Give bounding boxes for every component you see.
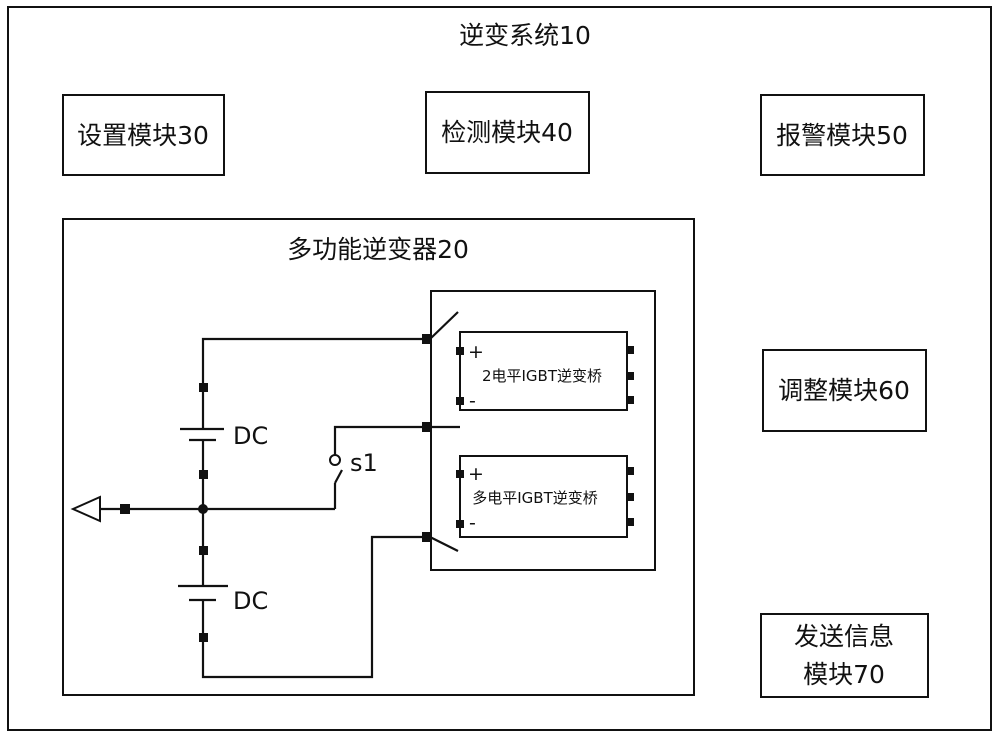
terminal-dot	[422, 422, 432, 432]
send-info-module-label-line2: 模块70	[803, 660, 885, 689]
terminal-dot	[199, 470, 208, 479]
multi-level-igbt-bridge: + - 多电平IGBT逆变桥	[456, 455, 634, 538]
multi-level-minus-sign: -	[469, 512, 476, 534]
alarm-module: 报警模块50	[760, 94, 925, 176]
midpoint-junction	[198, 504, 208, 514]
dc-circuit: DC s1 DC	[70, 311, 460, 679]
switch-s1-label: s1	[350, 449, 378, 477]
multi-level-bridge-label: 多电平IGBT逆变桥	[472, 489, 598, 507]
top-switch-blade	[429, 311, 459, 340]
alarm-module-label: 报警模块50	[776, 121, 908, 150]
ground-triangle-icon	[70, 495, 101, 523]
inverter-title: 多功能逆变器20	[287, 235, 469, 264]
system-title: 逆变系统10	[459, 21, 591, 50]
send-info-module-label-line1: 发送信息	[794, 622, 894, 651]
system-frame	[7, 6, 992, 731]
upper-dc-label: DC	[233, 422, 268, 450]
two-level-minus-sign: -	[469, 390, 476, 412]
two-level-igbt-bridge: + - 2电平IGBT逆变桥	[456, 331, 634, 412]
send-info-module: 发送信息 模块70	[760, 613, 929, 698]
two-level-plus-sign: +	[468, 341, 484, 363]
detection-module-label: 检测模块40	[441, 118, 573, 147]
terminal-dot	[422, 334, 432, 344]
lower-dc-label: DC	[233, 587, 268, 615]
terminal-dot	[199, 383, 208, 392]
adjust-module: 调整模块60	[762, 349, 927, 432]
bottom-switch-blade	[429, 536, 459, 552]
adjust-module-label: 调整模块60	[778, 376, 910, 405]
terminal-dot	[120, 504, 130, 514]
s1-contact	[329, 454, 341, 466]
s1-switch-blade	[334, 469, 343, 484]
terminal-dot	[199, 546, 208, 555]
two-level-bridge-label: 2电平IGBT逆变桥	[482, 367, 602, 385]
setting-module: 设置模块30	[62, 94, 225, 176]
setting-module-label: 设置模块30	[77, 121, 209, 150]
detection-module: 检测模块40	[425, 91, 590, 174]
multi-level-plus-sign: +	[468, 463, 484, 485]
multifunction-inverter-box	[62, 218, 695, 696]
terminal-dot	[422, 532, 432, 542]
terminal-dot	[199, 633, 208, 642]
